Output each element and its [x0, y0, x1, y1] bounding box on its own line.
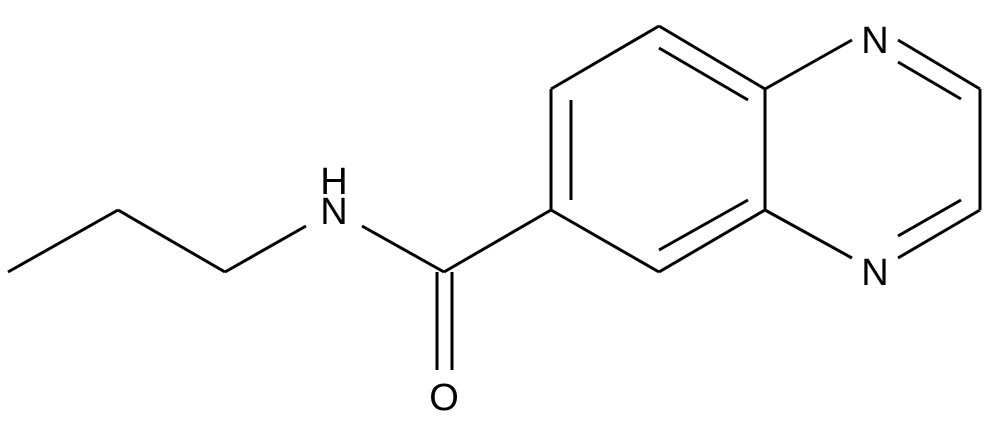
pyrazine-ring	[764, 38, 982, 260]
bond-c3-n	[224, 224, 307, 274]
bond-c4a-c5	[658, 208, 766, 274]
benzo-ring	[549, 24, 767, 274]
nitrogen-n4-label: N	[861, 252, 888, 294]
bond-n1-c2	[897, 38, 981, 91]
amide-hydrogen-label: H	[320, 161, 347, 203]
bond-c3-n4-inner	[897, 198, 962, 238]
atom-labels: N N H N O	[320, 20, 888, 419]
bond-c8-c8a	[658, 24, 766, 91]
bond-c1-c2	[7, 208, 119, 274]
bond-n1-c2-inner	[897, 60, 962, 101]
bond-c3-n4	[897, 208, 981, 260]
bond-c5-c6	[550, 208, 660, 274]
carbonyl-oxygen-label: O	[429, 377, 459, 419]
bond-c4a-c5-inner	[658, 198, 749, 252]
bond-carbonyl-c-ring	[443, 208, 552, 274]
bond-c2-c3	[117, 208, 226, 274]
bond-n-carbonyl-c	[361, 224, 445, 274]
nitrogen-n1-label: N	[861, 20, 888, 62]
amide-nitrogen-label: N	[320, 191, 347, 233]
propyl-chain	[7, 208, 307, 274]
bond-c8a-n1	[764, 38, 853, 91]
bond-c8-c8a-inner	[658, 46, 749, 102]
amide-group	[361, 208, 552, 370]
bond-n4-c4a	[764, 208, 853, 260]
bond-c7-c8	[550, 24, 660, 91]
